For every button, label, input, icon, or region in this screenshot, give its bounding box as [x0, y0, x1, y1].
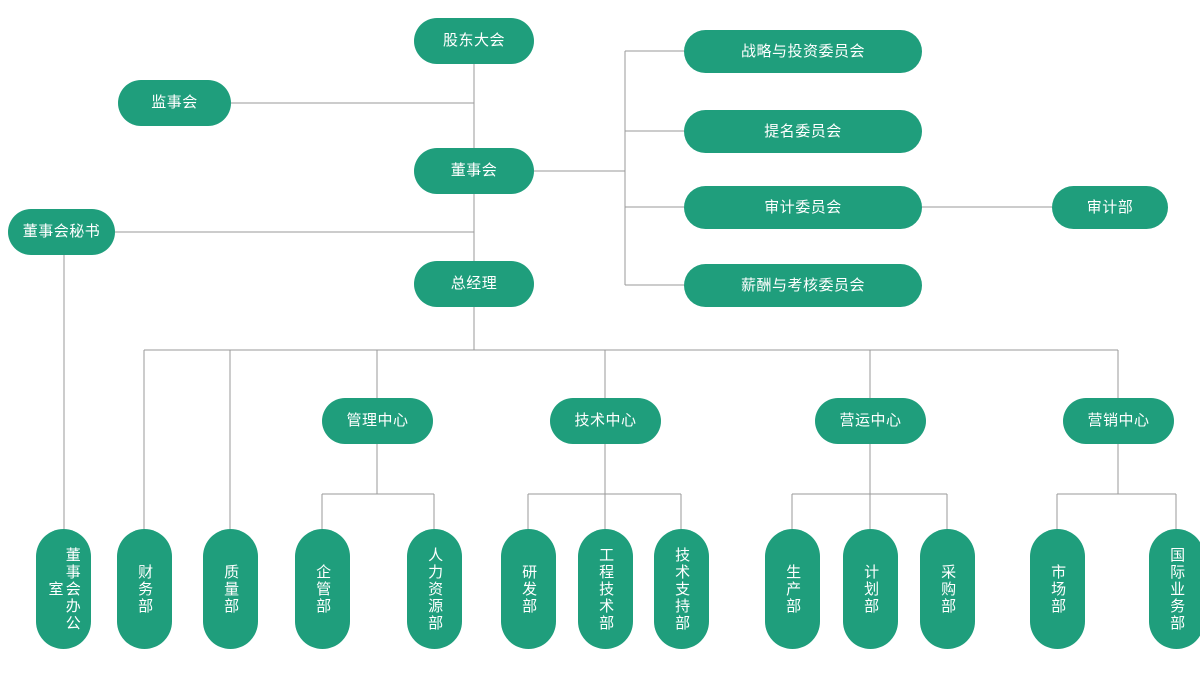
node-label: 股东大会	[442, 31, 505, 50]
node-quality-department[interactable]: 质量部	[203, 529, 258, 649]
node-technical-support-department[interactable]: 技术支持部	[654, 529, 709, 649]
node-label: 市场部	[1049, 563, 1068, 615]
node-marketing-center[interactable]: 营销中心	[1063, 398, 1174, 444]
node-label: 总经理	[450, 274, 498, 293]
node-production-department[interactable]: 生产部	[765, 529, 820, 649]
node-label: 技术支持部	[673, 546, 692, 632]
node-general-manager[interactable]: 总经理	[414, 261, 534, 307]
node-label: 国际业务部	[1168, 546, 1187, 632]
node-enterprise-management-department[interactable]: 企管部	[295, 529, 350, 649]
node-international-business-department[interactable]: 国际业务部	[1149, 529, 1200, 649]
node-label: 监事会	[151, 93, 198, 112]
node-engineering-technology-department[interactable]: 工程技术部	[578, 529, 633, 649]
node-label: 财务部	[136, 563, 155, 615]
node-supervisory-board[interactable]: 监事会	[118, 80, 231, 126]
node-label: 人力资源部	[426, 546, 445, 632]
node-audit-committee[interactable]: 审计委员会	[684, 186, 922, 229]
node-board-office[interactable]: 董事会办公室	[36, 529, 91, 649]
node-label: 企管部	[314, 563, 333, 615]
node-label: 生产部	[784, 563, 803, 615]
node-label: 审计委员会	[764, 197, 842, 216]
node-audit-department[interactable]: 审计部	[1052, 186, 1168, 229]
node-label: 董事会	[450, 161, 498, 180]
node-management-center[interactable]: 管理中心	[322, 398, 433, 444]
node-label: 董事会秘书	[22, 222, 101, 241]
node-label: 审计部	[1086, 197, 1134, 216]
node-label: 营销中心	[1087, 411, 1150, 430]
node-label: 薪酬与考核委员会	[740, 275, 865, 294]
node-nomination-committee[interactable]: 提名委员会	[684, 110, 922, 153]
node-operations-center[interactable]: 营运中心	[815, 398, 926, 444]
node-strategy-investment-committee[interactable]: 战略与投资委员会	[684, 30, 922, 73]
node-label: 质量部	[222, 563, 241, 615]
node-label: 战略与投资委员会	[740, 41, 865, 60]
node-rd-department[interactable]: 研发部	[501, 529, 556, 649]
node-label: 技术中心	[574, 411, 637, 430]
node-board-secretary[interactable]: 董事会秘书	[8, 209, 115, 255]
node-label: 研发部	[520, 563, 539, 615]
node-finance-department[interactable]: 财务部	[117, 529, 172, 649]
node-label: 营运中心	[839, 411, 902, 430]
node-market-department[interactable]: 市场部	[1030, 529, 1085, 649]
node-label: 采购部	[939, 563, 958, 615]
node-label: 董事会办公室	[46, 546, 82, 632]
node-label: 工程技术部	[597, 546, 616, 632]
node-board-of-directors[interactable]: 董事会	[414, 148, 534, 194]
node-compensation-appraisal-committee[interactable]: 薪酬与考核委员会	[684, 264, 922, 307]
node-label: 计划部	[862, 563, 881, 615]
node-label: 管理中心	[346, 411, 409, 430]
node-procurement-department[interactable]: 采购部	[920, 529, 975, 649]
node-human-resources-department[interactable]: 人力资源部	[407, 529, 462, 649]
node-shareholders-meeting[interactable]: 股东大会	[414, 18, 534, 64]
node-planning-department[interactable]: 计划部	[843, 529, 898, 649]
node-label: 提名委员会	[764, 121, 842, 140]
node-technology-center[interactable]: 技术中心	[550, 398, 661, 444]
